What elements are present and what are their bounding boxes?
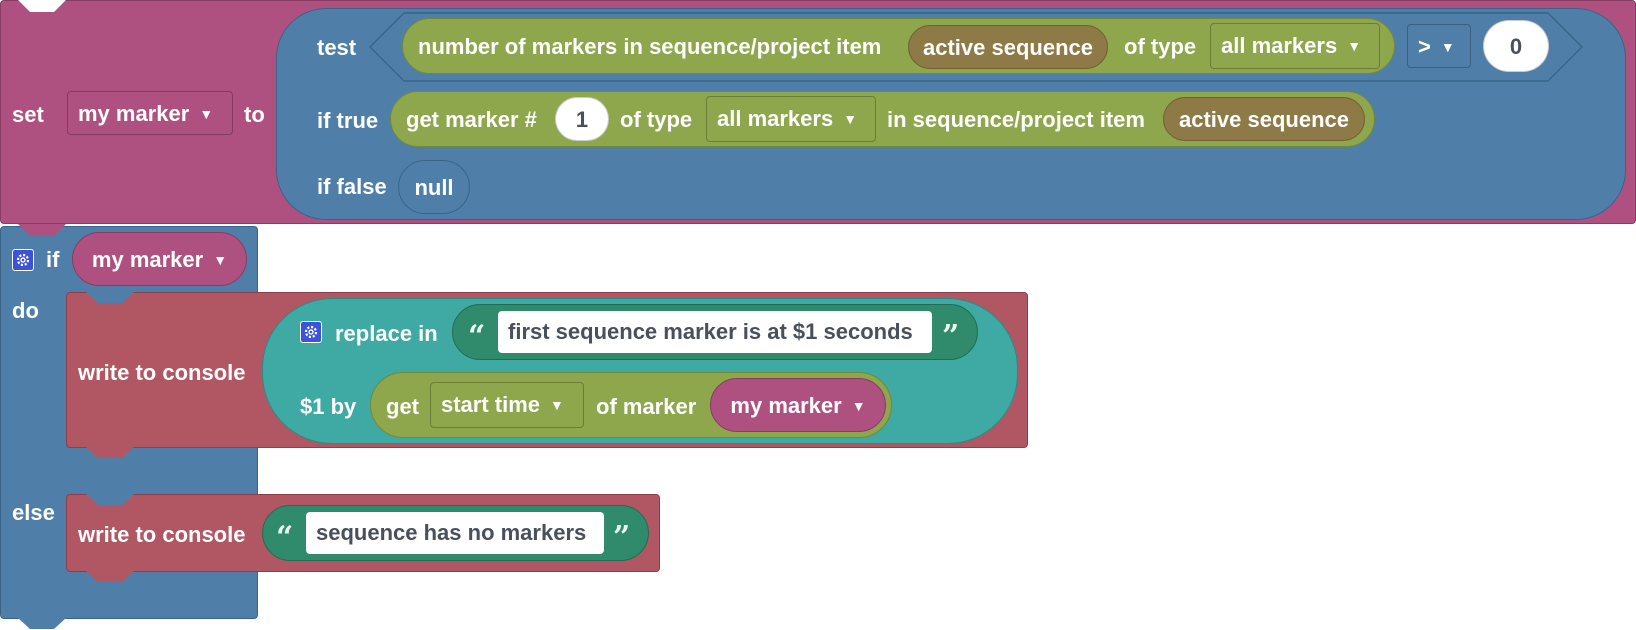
block-top-notch xyxy=(18,224,66,236)
of-marker-label: of marker xyxy=(596,394,697,419)
marker-variable-value: my marker xyxy=(730,393,842,418)
chevron-down-icon: ▼ xyxy=(213,252,228,268)
marker-type-dropdown-2[interactable]: all markers ▼ xyxy=(706,96,876,142)
block-top-notch xyxy=(18,0,66,12)
marker-type-value-2: all markers xyxy=(717,106,834,131)
block-bottom-notch xyxy=(86,447,134,458)
to-label: to xyxy=(244,102,265,127)
block-top-notch xyxy=(86,494,134,505)
chevron-down-icon: ▼ xyxy=(199,106,214,122)
property-value: start time xyxy=(441,392,541,417)
chevron-down-icon: ▼ xyxy=(843,111,858,127)
active-sequence-label-2: active sequence xyxy=(1179,107,1349,132)
else-label: else xyxy=(12,500,55,525)
replace-in-label: replace in xyxy=(335,321,438,346)
close-quote-icon: ” xyxy=(942,319,960,354)
chevron-down-icon: ▼ xyxy=(1347,38,1362,54)
if-false-label: if false xyxy=(317,174,387,199)
chevron-down-icon: ▼ xyxy=(851,398,866,414)
write-console-label: write to console xyxy=(78,360,246,385)
set-label: set xyxy=(12,102,44,127)
test-label: test xyxy=(317,35,357,60)
count-markers-label: number of markers in sequence/project it… xyxy=(418,34,882,59)
condition-variable-value: my marker xyxy=(91,247,204,272)
variable-dropdown-value: my marker xyxy=(78,101,190,126)
compare-value-field[interactable]: 0 xyxy=(1483,20,1549,72)
marker-variable[interactable]: my marker ▼ xyxy=(710,378,886,432)
compare-value: 0 xyxy=(1509,34,1523,59)
active-sequence-block-2[interactable]: active sequence xyxy=(1163,97,1365,141)
null-block[interactable]: null xyxy=(398,160,470,214)
condition-variable[interactable]: my marker ▼ xyxy=(72,232,247,286)
string-value: first sequence marker is at $1 seconds xyxy=(508,319,913,344)
get-marker-label: get marker # xyxy=(406,107,537,132)
gear-icon[interactable] xyxy=(12,249,34,271)
gear-icon[interactable] xyxy=(300,321,322,343)
chevron-down-icon: ▼ xyxy=(1440,39,1455,55)
marker-type-dropdown[interactable]: all markers ▼ xyxy=(1210,23,1380,69)
of-type-label: of type xyxy=(1124,34,1197,59)
in-sequence-label: in sequence/project item xyxy=(887,107,1145,132)
do-label: do xyxy=(12,298,39,323)
variable-dropdown[interactable]: my marker ▼ xyxy=(67,91,233,135)
open-quote-icon: “ xyxy=(276,520,294,555)
block-bottom-notch xyxy=(86,571,134,582)
chevron-down-icon: ▼ xyxy=(550,397,564,413)
get-label: get xyxy=(386,394,419,419)
operator-value: > xyxy=(1418,34,1431,59)
close-quote-icon: ” xyxy=(613,520,631,555)
if-label: if xyxy=(46,247,60,272)
replace-by-label: $1 by xyxy=(300,394,357,419)
string-field[interactable]: first sequence marker is at $1 seconds xyxy=(498,311,932,353)
marker-index-field[interactable]: 1 xyxy=(555,97,609,141)
write-console-label-2: write to console xyxy=(78,522,246,547)
open-quote-icon: “ xyxy=(468,319,486,354)
marker-type-value: all markers xyxy=(1221,33,1338,58)
property-dropdown[interactable]: start time ▼ xyxy=(430,382,584,428)
null-label: null xyxy=(414,175,454,200)
marker-index-value: 1 xyxy=(575,107,589,132)
block-bottom-notch xyxy=(18,618,66,629)
of-type-label-2: of type xyxy=(620,107,693,132)
active-sequence-block[interactable]: active sequence xyxy=(908,25,1108,69)
string-field-2[interactable]: sequence has no markers xyxy=(306,512,604,554)
active-sequence-label: active sequence xyxy=(923,35,1093,60)
operator-dropdown[interactable]: >▼ xyxy=(1407,24,1471,68)
if-true-label: if true xyxy=(317,108,379,133)
string-value-2: sequence has no markers xyxy=(316,520,587,545)
block-top-notch xyxy=(86,292,134,303)
